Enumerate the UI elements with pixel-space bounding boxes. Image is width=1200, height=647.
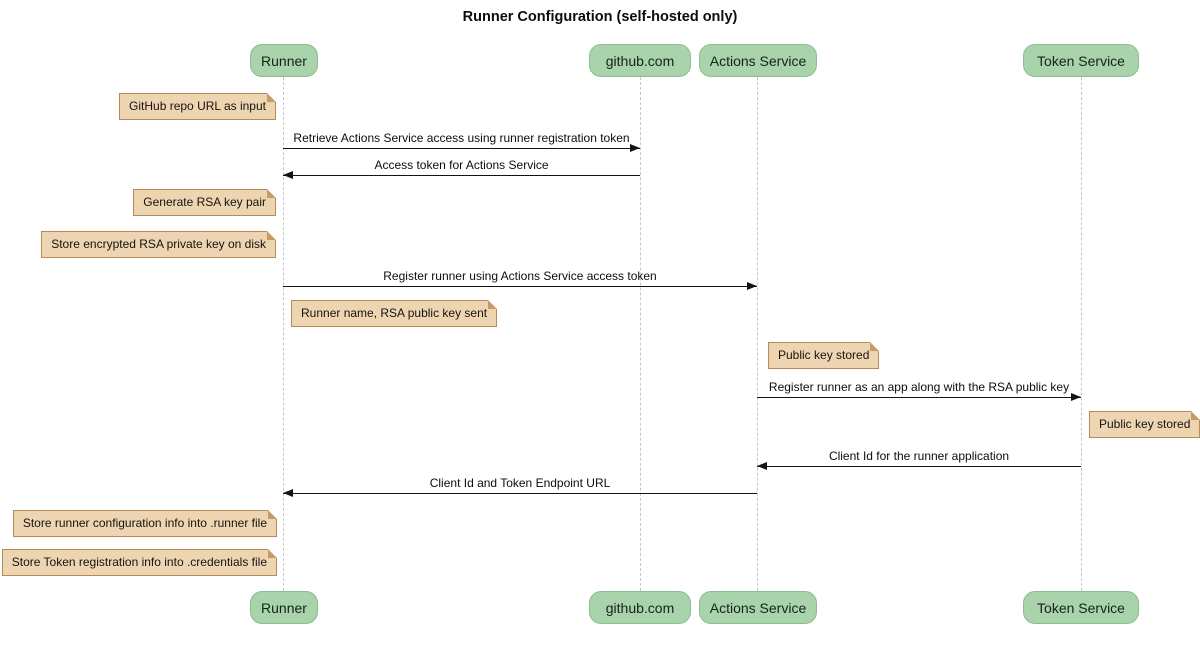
message-line (757, 462, 1081, 470)
arrowhead-left-icon (757, 462, 767, 470)
note-runner-name-sent: Runner name, RSA public key sent (291, 300, 498, 327)
lifeline-token-service (1081, 77, 1082, 591)
message-line (757, 393, 1081, 401)
lifeline-actions-service (757, 77, 758, 591)
arrowhead-left-icon (283, 171, 293, 179)
participant-actions-service-bottom: Actions Service (699, 591, 817, 624)
message-retrieve-actions-access: Retrieve Actions Service access using ru… (283, 131, 640, 152)
message-register-runner: Register runner using Actions Service ac… (283, 269, 757, 290)
participant-github-top: github.com (589, 44, 691, 77)
message-line (283, 144, 640, 152)
message-register-app: Register runner as an app along with the… (757, 380, 1081, 401)
note-public-key-stored-actions: Public key stored (768, 342, 880, 369)
arrowhead-right-icon (1071, 393, 1081, 401)
lifeline-github (640, 77, 641, 591)
message-label: Client Id and Token Endpoint URL (429, 476, 611, 490)
participant-runner-bottom: Runner (250, 591, 318, 624)
arrowhead-left-icon (283, 489, 293, 497)
participant-token-service-top: Token Service (1023, 44, 1139, 77)
message-line (283, 282, 757, 290)
note-store-private-key: Store encrypted RSA private key on disk (41, 231, 276, 258)
note-public-key-stored-token: Public key stored (1089, 411, 1200, 438)
arrowhead-right-icon (630, 144, 640, 152)
participant-actions-service-top: Actions Service (699, 44, 817, 77)
message-label: Register runner using Actions Service ac… (383, 269, 657, 283)
message-line (283, 489, 757, 497)
message-label: Register runner as an app along with the… (768, 380, 1070, 394)
participant-github-bottom: github.com (589, 591, 691, 624)
note-store-runner-file: Store runner configuration info into .ru… (12, 510, 278, 537)
note-store-credentials-file: Store Token registration info into .cred… (1, 549, 278, 576)
message-line (283, 171, 640, 179)
message-client-id: Client Id for the runner application (757, 449, 1081, 470)
participant-runner-top: Runner (250, 44, 318, 77)
lifeline-runner (283, 77, 284, 591)
note-generate-rsa-keypair: Generate RSA key pair (133, 189, 276, 216)
message-client-id-endpoint: Client Id and Token Endpoint URL (283, 476, 757, 497)
arrowhead-right-icon (747, 282, 757, 290)
message-label: Client Id for the runner application (828, 449, 1010, 463)
message-label: Access token for Actions Service (374, 158, 549, 172)
message-label: Retrieve Actions Service access using ru… (293, 131, 630, 145)
note-github-repo-url: GitHub repo URL as input (119, 93, 276, 120)
participant-token-service-bottom: Token Service (1023, 591, 1139, 624)
diagram-title: Runner Configuration (self-hosted only) (462, 9, 738, 25)
message-access-token: Access token for Actions Service (283, 158, 640, 179)
